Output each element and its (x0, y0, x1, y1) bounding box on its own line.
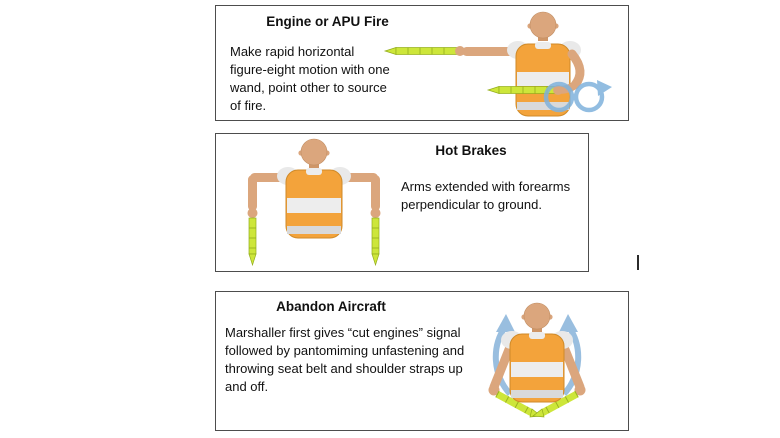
vest-stripe (511, 362, 563, 377)
panel-hot-brakes: Hot Brakes Arms extended with forearms p… (215, 133, 589, 272)
extended-arm (462, 47, 520, 56)
wand-icon (532, 390, 579, 418)
hand (574, 384, 586, 396)
wand-tip-icon (383, 47, 397, 55)
arm (557, 337, 585, 392)
shirt-collar (535, 42, 551, 49)
wand-icon (395, 47, 459, 55)
vest-stripe (517, 102, 569, 110)
hand (553, 85, 563, 95)
forearm (248, 175, 257, 211)
panel-description: Arms extended with forearms perpendicula… (401, 179, 571, 212)
panel-title: Engine or APU Fire (266, 14, 389, 29)
text-cursor-artifact (637, 255, 639, 270)
vest-stripe (287, 226, 341, 234)
marshaller-figure-eight-illustration (383, 11, 612, 117)
figure-eight-arrow-icon (543, 80, 612, 113)
head (300, 138, 328, 166)
hand (370, 208, 381, 218)
marshaller-straps-off-illustration (488, 302, 586, 418)
shirt-collar (306, 168, 322, 175)
hand (247, 208, 258, 218)
panel-abandon-aircraft: Abandon Aircraft Marshaller first gives … (215, 291, 629, 431)
wand-icon (248, 217, 257, 267)
forearm (371, 175, 380, 211)
shirt-collar (529, 332, 545, 339)
upward-arrow-icon (492, 314, 515, 397)
marshaller-forearms-down-illustration (247, 138, 381, 267)
head (523, 302, 551, 330)
panel-title: Abandon Aircraft (276, 299, 386, 314)
upward-arrow-icon (559, 314, 582, 397)
vest-stripe (511, 390, 563, 398)
panel-title: Hot Brakes (435, 143, 507, 158)
head (529, 11, 557, 39)
panel-engine-apu-fire: Engine or APU Fire Make rapid horizontal… (215, 5, 629, 121)
vest-stripe (287, 198, 341, 213)
panel-description: Marshaller first gives “cut engines” sig… (225, 325, 465, 394)
hand (455, 46, 465, 56)
wand-icon (371, 217, 380, 267)
arm (489, 337, 517, 392)
wand-tip-icon (486, 86, 500, 94)
bent-arm (567, 49, 585, 90)
panel-description: Make rapid horizontal figure-eight motio… (230, 44, 390, 113)
hand (488, 384, 500, 396)
